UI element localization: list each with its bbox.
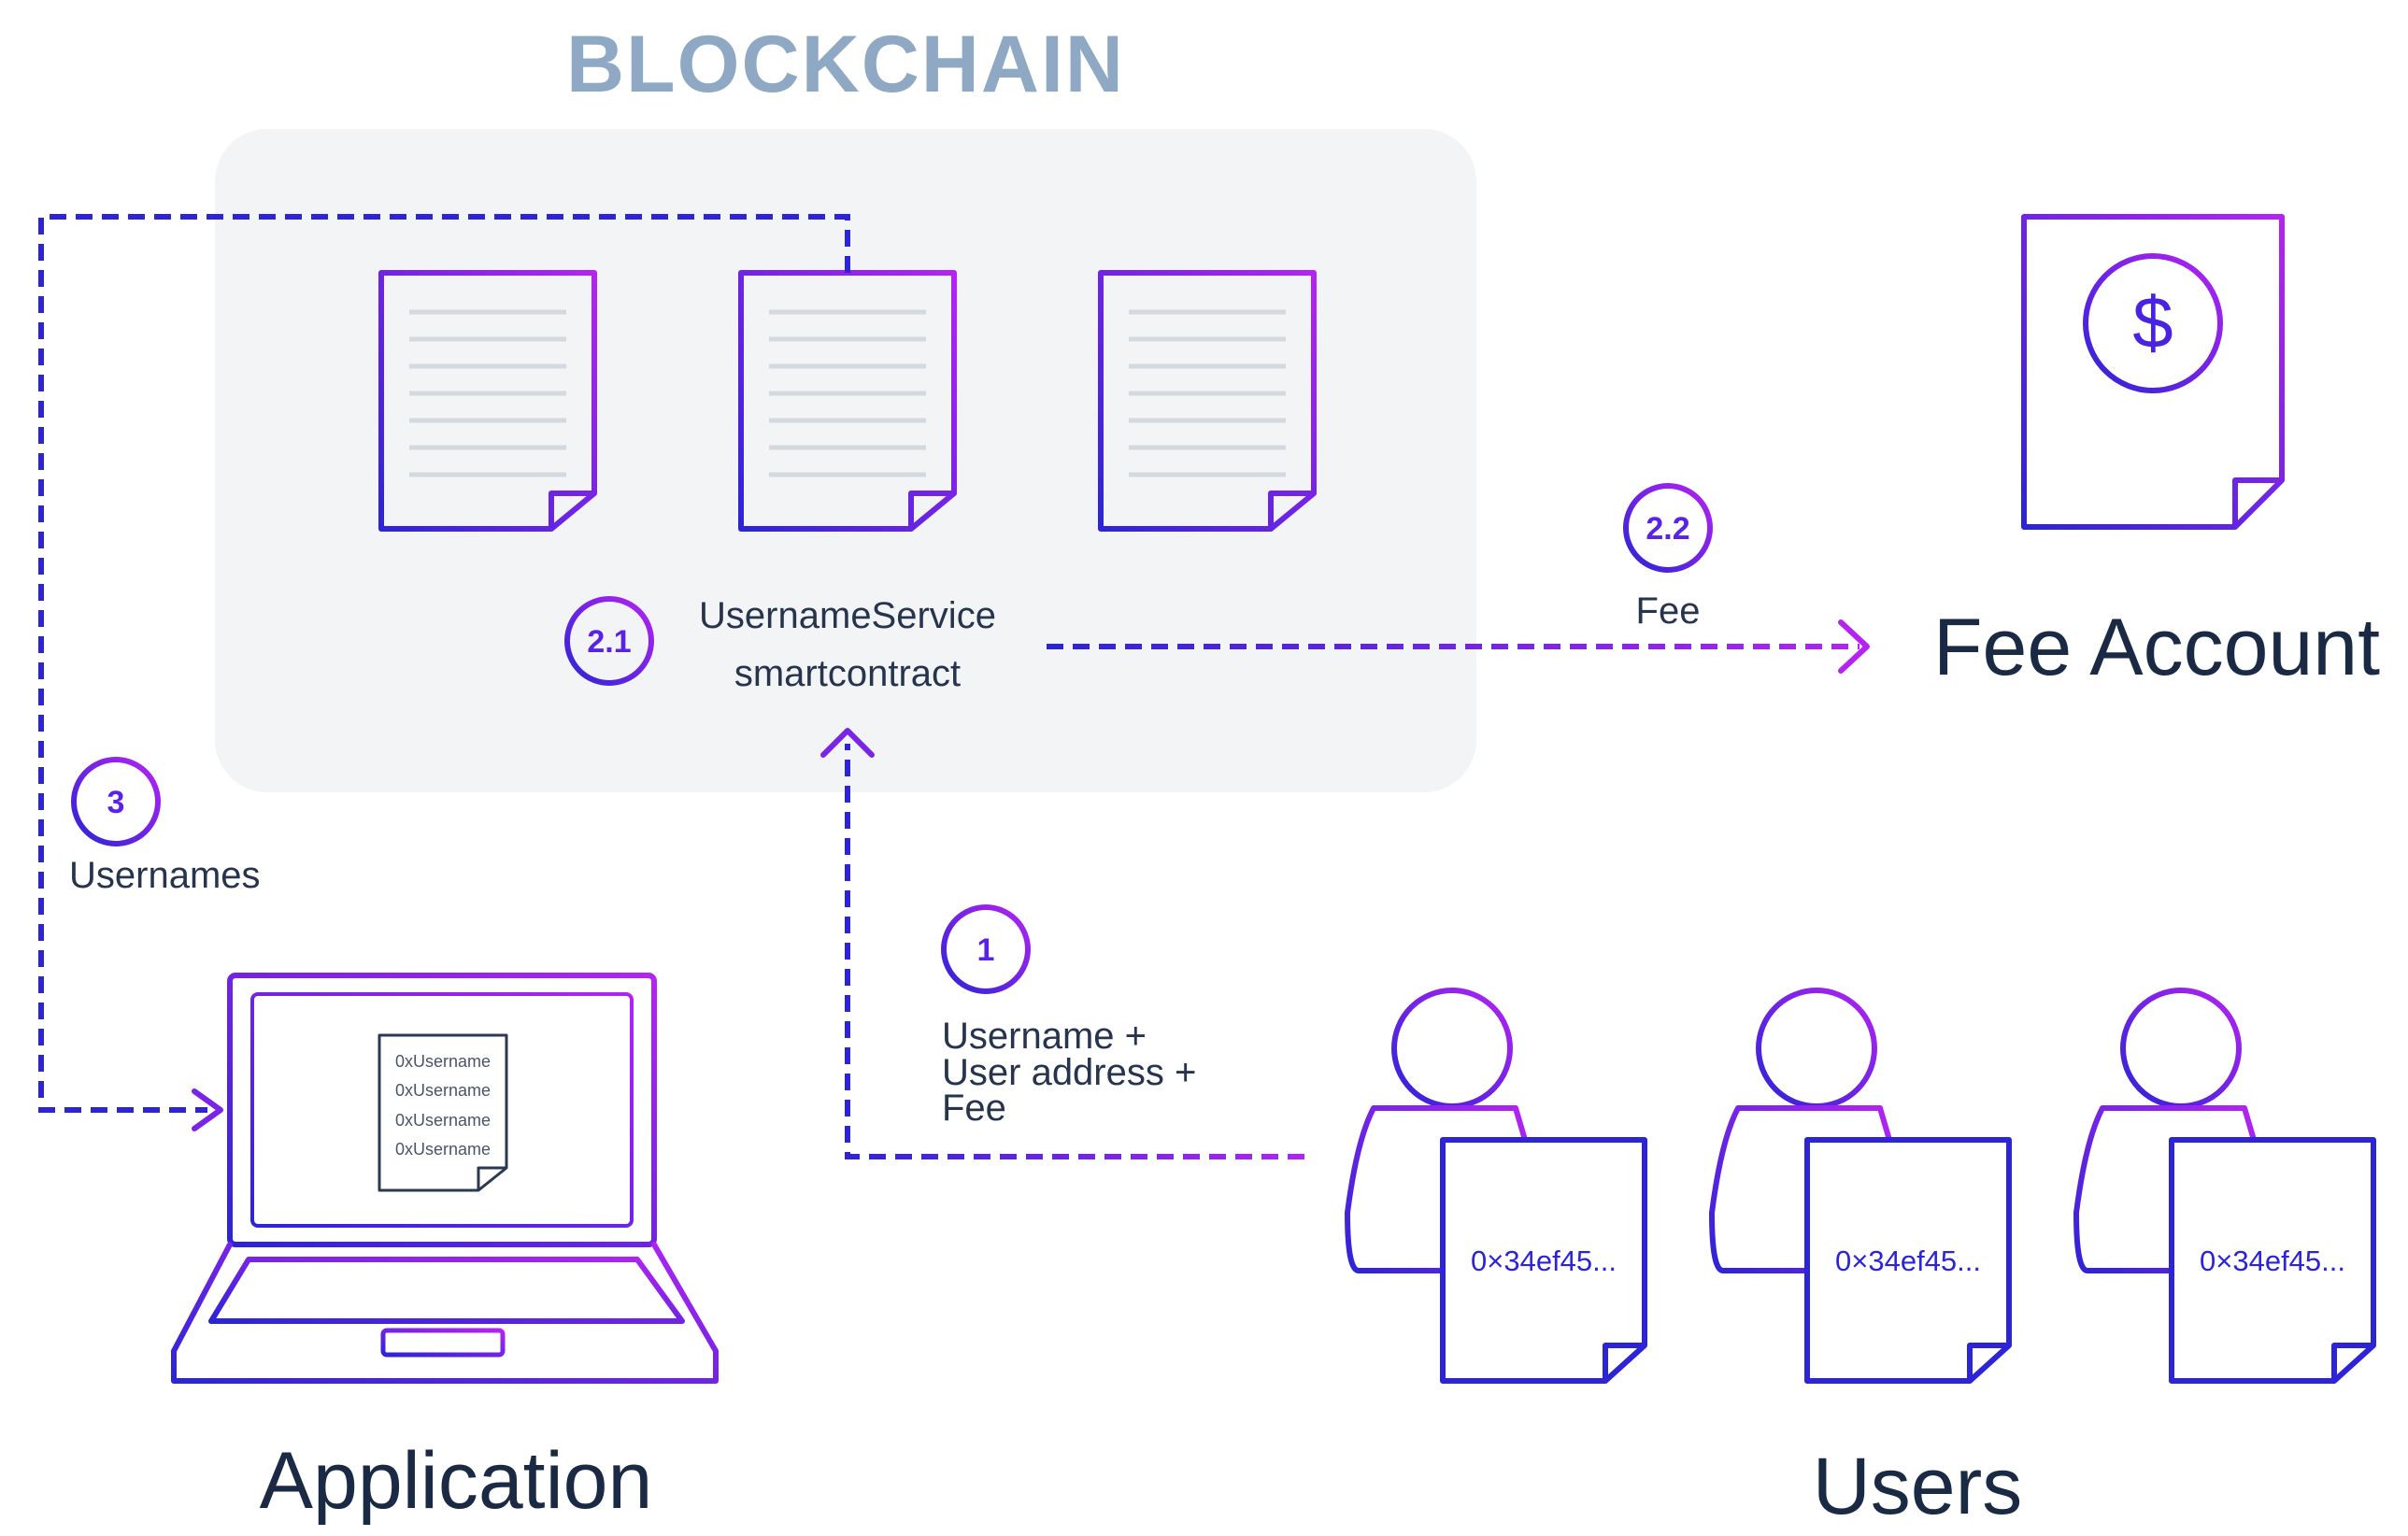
screen-row: 0xUsername	[395, 1081, 491, 1100]
user-avatar-icon	[1345, 988, 1647, 1384]
registration-arrowhead	[820, 728, 875, 758]
svg-text:$: $	[2132, 281, 2173, 363]
users-label: Users	[1813, 1442, 2023, 1531]
usernames-flow-arrow	[38, 214, 850, 1113]
user-avatar-icon	[2073, 988, 2376, 1384]
user-address: 0×34ef45...	[1835, 1244, 1981, 1277]
step-1-line: Fee	[942, 1088, 1006, 1129]
step-1-number: 1	[977, 932, 995, 968]
step-1-badge	[941, 904, 1031, 994]
username-service-contract-icon	[738, 270, 957, 532]
blockchain-panel	[215, 129, 1476, 792]
registration-flow-arrow	[845, 744, 1304, 1159]
contract-document-icon	[378, 270, 597, 532]
user-avatar-icon	[1709, 988, 2012, 1384]
usernames-arrowhead	[192, 1088, 223, 1131]
step-1-line: User address +	[942, 1052, 1196, 1093]
user-address: 0×34ef45...	[1471, 1244, 1617, 1277]
step-2-2-label: Fee	[1636, 590, 1701, 632]
contract-type: smartcontract	[734, 653, 961, 694]
contract-document-icon	[1098, 270, 1317, 532]
step-1-line: Username +	[942, 1016, 1147, 1057]
step-2-1-number: 2.1	[587, 624, 631, 660]
fee-account-label: Fee Account	[1933, 603, 2380, 692]
step-3-number: 3	[107, 785, 125, 820]
contract-name: UsernameService	[699, 595, 996, 636]
blockchain-title: BLOCKCHAIN	[566, 20, 1125, 109]
dollar-invoice-icon: $	[2021, 214, 2285, 530]
laptop-icon	[171, 973, 719, 1384]
screen-row: 0xUsername	[395, 1052, 491, 1071]
step-2-1-badge	[564, 596, 654, 686]
step-2-2-badge	[1623, 483, 1713, 573]
screen-row: 0xUsername	[395, 1140, 491, 1159]
user-address: 0×34ef45...	[2200, 1244, 2345, 1277]
step-3-badge	[71, 757, 161, 846]
step-3-label: Usernames	[69, 855, 261, 896]
screen-row: 0xUsername	[395, 1111, 491, 1130]
application-label: Application	[260, 1436, 653, 1526]
fee-arrowhead	[1838, 619, 1870, 674]
username-list-document	[378, 1033, 508, 1192]
step-2-2-number: 2.2	[1646, 511, 1689, 547]
